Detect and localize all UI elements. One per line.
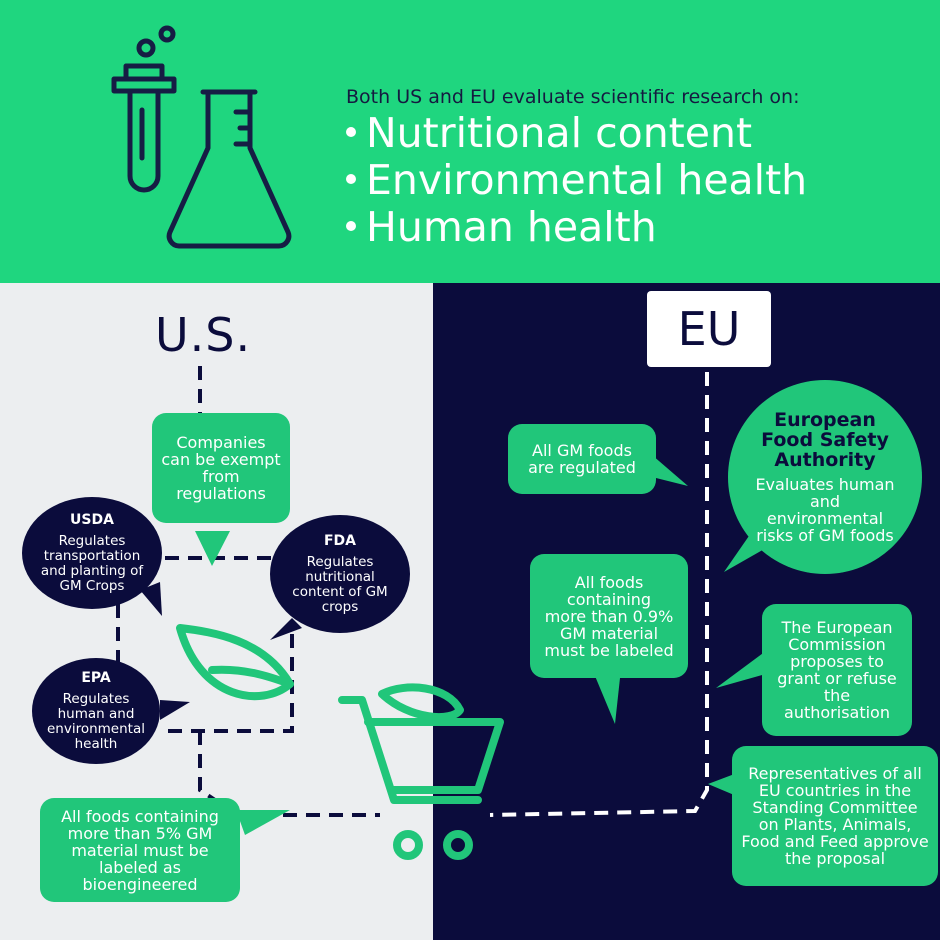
bullet-icon (346, 221, 356, 231)
committee-bubble: Representatives of all EU countries in t… (732, 746, 938, 886)
usda-label: USDA (70, 511, 114, 528)
fda-text: Regulates nutritional content of GM crop… (292, 553, 388, 615)
leaf-icon (176, 624, 294, 701)
epa-bubble: EPA Regulates human and environmental he… (32, 658, 160, 764)
us-connectors (116, 366, 294, 802)
criteria-list: Nutritional content Environmental health… (346, 110, 807, 251)
commission-bubble: The European Commission proposes to gran… (762, 604, 912, 736)
epa-label: EPA (81, 669, 111, 686)
exempt-bubble: Companies can be exempt from regulations (152, 413, 290, 523)
efsa-name: European Food Safety Authority (761, 409, 889, 471)
fda-label: FDA (323, 532, 357, 549)
efsa-text: Evaluates human and environmental risks … (755, 475, 895, 545)
usda-bubble: USDA Regulates transportation and planti… (22, 497, 162, 609)
eu-labeling-bubble: All foods containing more than 0.9% GM m… (530, 554, 688, 678)
shopping-cart-icon (338, 683, 504, 860)
criteria-item: Environmental health (346, 157, 807, 204)
eu-connectors (489, 372, 709, 817)
fda-bubble: FDA Regulates nutritional content of GM … (270, 515, 410, 633)
us-labeling-bubble: All foods containing more than 5% GM mat… (40, 798, 240, 902)
criteria-item: Nutritional content (346, 110, 807, 157)
lab-icons (111, 25, 292, 249)
usda-text: Regulates transportation and planting of… (40, 532, 144, 594)
us-title: U.S. (155, 308, 252, 362)
bullet-icon (346, 127, 356, 137)
eu-title: EU (647, 291, 771, 367)
test-tube-icon (111, 25, 177, 193)
bullet-icon (346, 174, 356, 184)
intro-text: Both US and EU evaluate scientific resea… (346, 86, 800, 108)
flask-icon (166, 89, 292, 249)
criteria-item: Human health (346, 204, 807, 251)
all-regulated-bubble: All GM foods are regulated (508, 424, 656, 494)
efsa-bubble: European Food Safety Authority Evaluates… (728, 380, 922, 574)
epa-text: Regulates human and environmental health (46, 690, 145, 752)
